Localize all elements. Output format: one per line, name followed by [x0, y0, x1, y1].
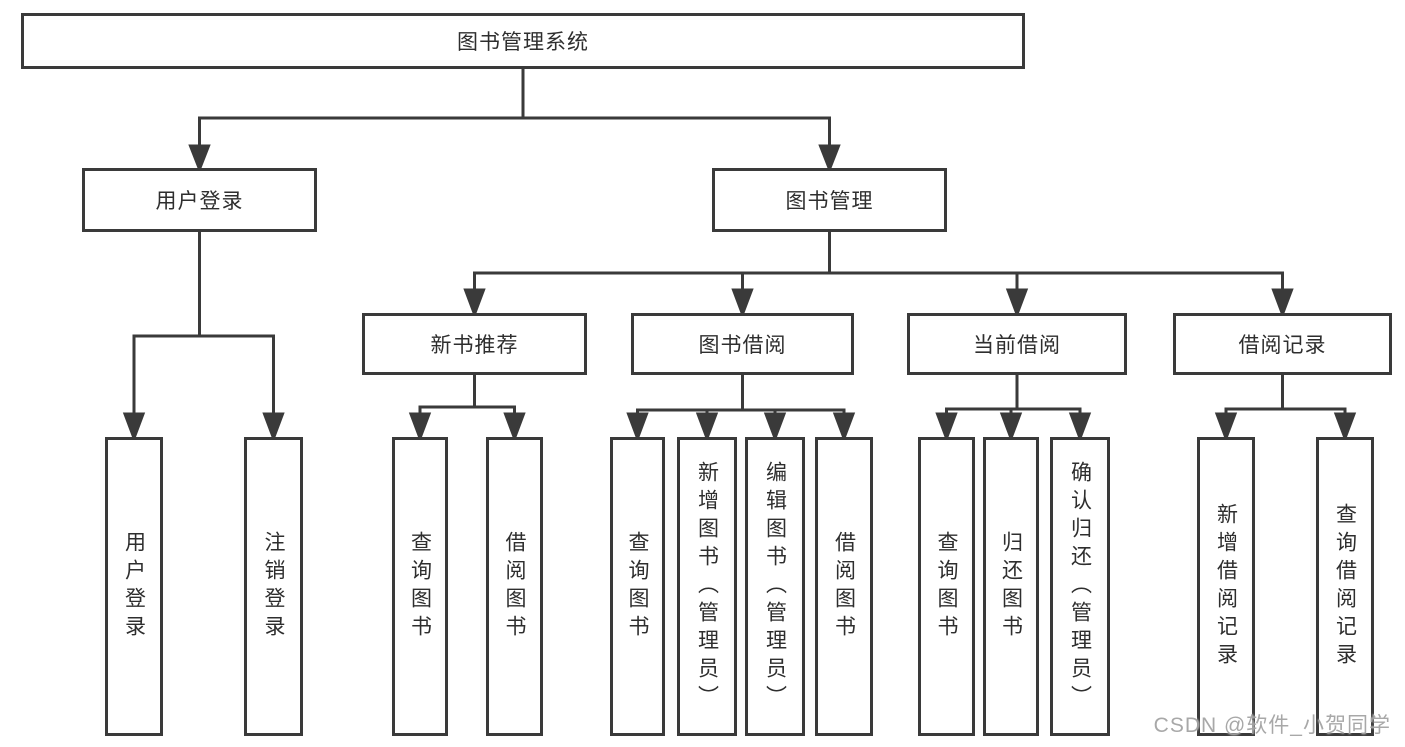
arrow-down-icon	[695, 412, 719, 443]
arrow-down-icon	[1068, 412, 1092, 443]
node-label: 编辑图书（管理员）	[763, 460, 787, 713]
node-label: 新增借阅记录	[1214, 502, 1238, 671]
node-leaf-user-login: 用户登录	[105, 437, 163, 736]
node-label: 归还图书	[999, 530, 1023, 643]
node-leaf-query-book: 查询图书	[918, 437, 975, 736]
connector-root-branch	[188, 69, 841, 174]
arrow-down-icon	[262, 412, 285, 443]
connector-book-borrow-branch	[626, 375, 856, 443]
node-label: 查询图书	[626, 530, 649, 643]
node-label: 图书管理系统	[457, 31, 589, 54]
arrow-down-icon	[188, 144, 211, 174]
arrow-down-icon	[122, 412, 146, 443]
node-label: 查询借阅记录	[1333, 502, 1357, 671]
node-borrow-record: 借阅记录	[1173, 313, 1392, 375]
csdn-watermark: CSDN @软件_小贺同学	[1153, 714, 1391, 737]
node-label: 借阅记录	[1238, 334, 1327, 357]
node-label: 借阅图书	[503, 530, 526, 643]
node-leaf-add-book-admin: 新增图书（管理员）	[677, 437, 737, 736]
connector-user-login-branch	[122, 232, 285, 443]
node-label: 查询图书	[935, 530, 958, 643]
node-system-root: 图书管理系统	[21, 13, 1025, 69]
arrow-down-icon	[1271, 288, 1294, 319]
node-label: 图书管理	[785, 190, 874, 213]
node-leaf-edit-book-admin: 编辑图书（管理员）	[745, 437, 805, 736]
node-label: 用户登录	[122, 530, 146, 643]
node-leaf-logout: 注销登录	[244, 437, 303, 736]
node-book-borrow: 图书借阅	[631, 313, 854, 375]
arrow-down-icon	[935, 412, 958, 443]
node-leaf-query-book: 查询图书	[610, 437, 665, 736]
node-label: 查询图书	[408, 530, 432, 643]
arrow-down-icon	[818, 144, 841, 174]
arrow-down-icon	[1214, 412, 1238, 443]
node-leaf-confirm-return-admin: 确认归还（管理员）	[1050, 437, 1110, 736]
arrow-down-icon	[408, 412, 432, 443]
node-label: 用户登录	[155, 190, 244, 213]
node-leaf-query-borrow-record: 查询借阅记录	[1316, 437, 1374, 736]
arrow-down-icon	[832, 412, 856, 443]
arrow-down-icon	[999, 412, 1023, 443]
arrow-down-icon	[1333, 412, 1357, 443]
arrow-down-icon	[1005, 288, 1029, 319]
connector-borrow-record-branch	[1214, 375, 1357, 443]
node-leaf-add-borrow-record: 新增借阅记录	[1197, 437, 1255, 736]
connector-book-mgmt-branch	[463, 232, 1294, 319]
node-label: 借阅图书	[832, 530, 856, 643]
node-leaf-borrow-book: 借阅图书	[486, 437, 543, 736]
node-current-borrow: 当前借阅	[907, 313, 1127, 375]
node-user-login: 用户登录	[82, 168, 317, 232]
connector-current-borrow-branch	[935, 375, 1092, 443]
node-leaf-return-book: 归还图书	[983, 437, 1039, 736]
arrow-down-icon	[463, 288, 486, 319]
connector-new-book-branch	[408, 375, 526, 443]
node-label: 图书借阅	[698, 334, 787, 357]
node-label: 确认归还（管理员）	[1068, 460, 1092, 713]
node-label: 当前借阅	[973, 334, 1061, 357]
node-label: 新增图书（管理员）	[695, 460, 719, 713]
node-new-book-recommend: 新书推荐	[362, 313, 587, 375]
arrow-down-icon	[731, 288, 754, 319]
node-leaf-borrow-book: 借阅图书	[815, 437, 873, 736]
node-label: 注销登录	[262, 530, 285, 643]
node-leaf-query-book: 查询图书	[392, 437, 448, 736]
node-book-management: 图书管理	[712, 168, 947, 232]
arrow-down-icon	[763, 412, 787, 443]
arrow-down-icon	[626, 412, 649, 443]
arrow-down-icon	[503, 412, 526, 443]
node-label: 新书推荐	[430, 334, 519, 357]
